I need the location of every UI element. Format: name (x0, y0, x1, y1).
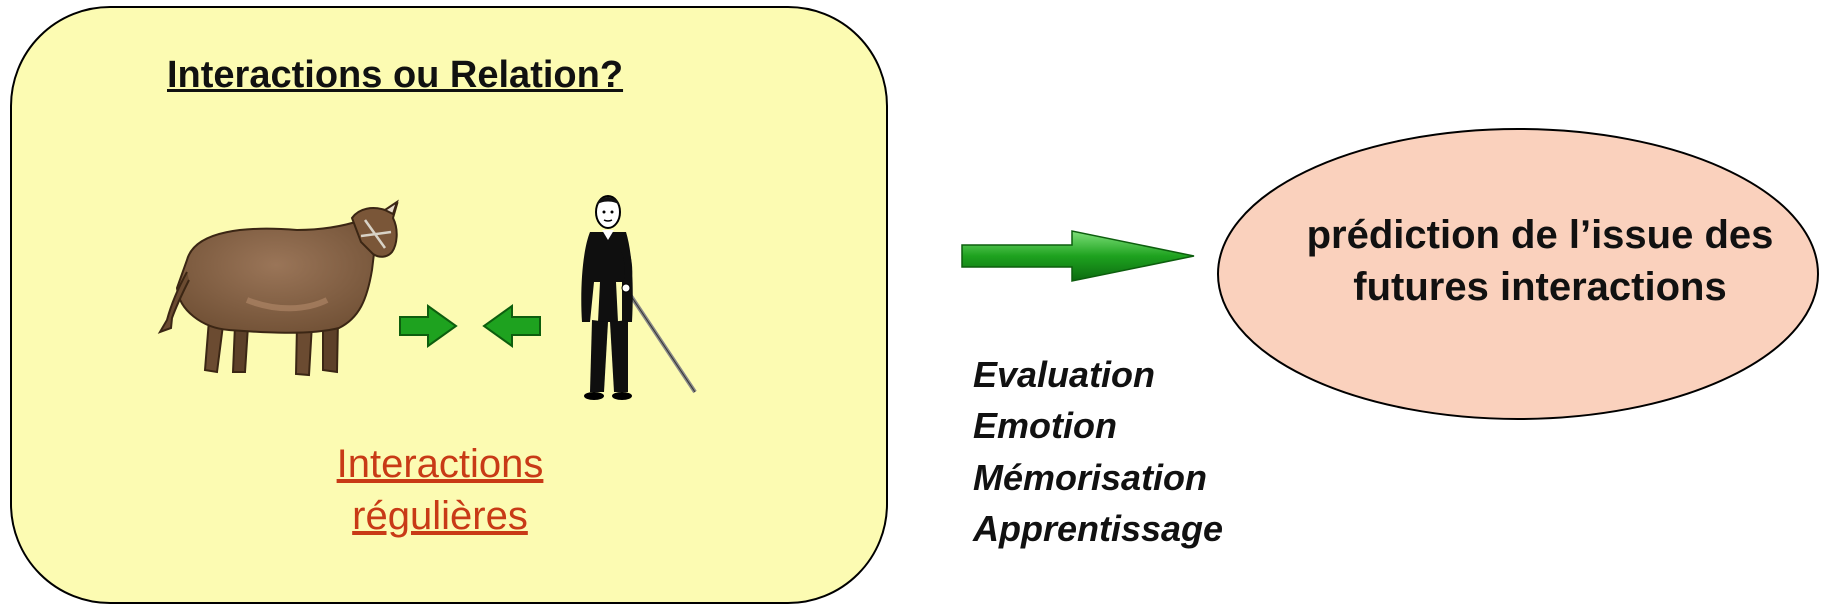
outcome-line1: prédiction de l’issue des (1306, 213, 1774, 257)
interaction-label: Interactions régulières (320, 438, 560, 542)
interaction-label-line2: régulières (352, 494, 528, 538)
panel-title: Interactions ou Relation? (167, 54, 624, 96)
outcome-line2: futures interactions (1353, 265, 1727, 309)
process-list: Evaluation Emotion Mémorisation Apprenti… (973, 349, 1223, 555)
big-arrow-right-icon (961, 230, 1195, 282)
interaction-label-line1: Interactions (336, 442, 544, 486)
process-item: Evaluation (973, 354, 1156, 395)
arrow-right-icon (399, 304, 458, 348)
arrow-left-icon (482, 304, 541, 348)
process-item: Mémorisation (973, 456, 1208, 498)
interaction-panel (10, 6, 888, 604)
bull-illustration (157, 199, 399, 377)
outcome-text: prédiction de l’issue des futures intera… (1300, 209, 1780, 313)
process-item: Emotion (973, 405, 1117, 447)
outcome-ellipse (1217, 128, 1819, 420)
handler-illustration (581, 195, 697, 400)
process-item: Apprentissage (973, 508, 1224, 550)
